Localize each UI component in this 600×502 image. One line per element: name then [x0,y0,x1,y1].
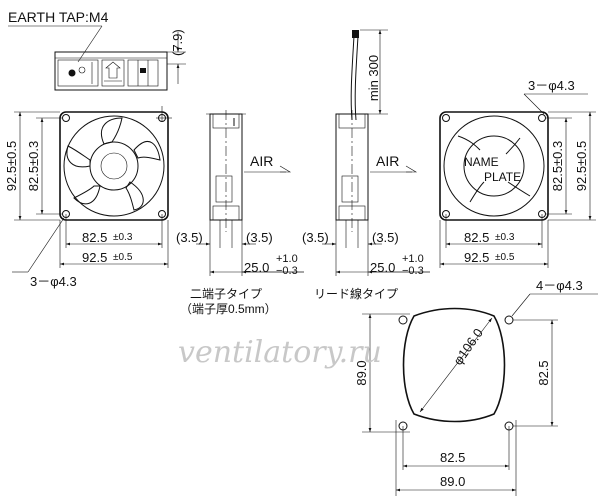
strut [457,135,481,151]
dim-right-v-inner: 82.5±0.3 [550,141,565,192]
terminal-1 [101,59,125,87]
fan-front-hub-center [100,152,128,180]
air-label-1: AIR [250,153,273,169]
panel-h-outer: 89.0 [440,474,465,489]
mount-hole-icon [62,114,70,122]
mount-hole-icon [442,114,450,122]
hole-note-tr: 3－φ4.3 [528,78,575,93]
earth-screw-icon [68,69,76,77]
dim-left-h-inner: 82.5 [82,230,107,245]
fan-front-blades [66,117,161,211]
side-b-right-dim: (3.5) [372,230,399,245]
dim-left-v-outer: 92.5±0.5 [4,141,19,192]
terminal-detail: EARTH TAP:M4 (7.9) [8,9,186,91]
side-a-left-dim: (3.5) [176,230,203,245]
fan-front-frame [59,111,169,221]
earth-tap-block [57,59,99,87]
panel-v-outer: 89.0 [354,360,369,385]
fan-front-venturi [63,115,165,217]
panel-diameter: φ106.0 [450,326,486,368]
strut [507,181,531,197]
hole-leader [27,217,65,273]
dim-right-h-outer-tol: ±0.5 [495,252,515,263]
strut [505,137,521,155]
dim-right-h-inner-tol: ±0.3 [495,232,515,243]
panel-h-inner: 82.5 [440,450,465,465]
side-a-thickness: 25.0 [244,260,269,275]
panel-cutout: φ106.0 4－φ4.3 82.5 89.0 89.0 82.5 [354,278,598,496]
dim-left-h-outer-tol: ±0.5 [113,252,133,263]
side-b-thickness: 25.0 [370,260,395,275]
side-a-right-dim: (3.5) [246,230,273,245]
side-b-left-dim: (3.5) [302,230,329,245]
mount-hole-icon [538,114,546,122]
screw-ring-icon [78,66,86,74]
cutout-outline [402,307,506,423]
caption-lead-type: リード線タイプ [314,286,398,301]
side-b-tol-up: +1.0 [402,253,424,265]
strut [469,181,485,203]
air-arrow-head-1 [279,165,292,173]
earth-tap-leader [77,25,103,63]
terminal-2-tab [140,68,146,73]
panel-hole-icon [504,315,514,325]
side-view-terminal: AIR (3.5) (3.5) 25.0 +1.0 −0.3 二端子タイプ （端… [176,110,304,316]
fan-back-frame [439,111,549,221]
dim-right-v-outer: 92.5±0.5 [574,141,589,192]
side-b-window [341,175,359,203]
side-b-tol-dn: −0.3 [402,265,424,277]
side-a-window [215,175,233,203]
blade [125,181,144,211]
blade [133,141,161,161]
hole-note-mount: 4－φ4.3 [536,278,583,293]
fan-back-struts [457,135,531,203]
name-plate-line2: PLATE [484,170,521,184]
dim-left-h-inner-tol: ±0.3 [113,232,133,243]
panel-v-inner: 82.5 [536,360,551,385]
terminal-2 [127,59,159,87]
fan-back-view: NAME PLATE 3－φ4.3 92.5±0.5 82.5±0.3 82.5… [439,78,596,268]
terminal-arrow-icon [105,61,121,79]
terminal-housing [54,51,168,91]
dim-right-h-inner: 82.5 [464,230,489,245]
watermark-text: ventilatory.ru [178,335,382,370]
earth-tap-label: EARTH TAP:M4 [8,9,109,25]
caption-terminal-thickness: （端子厚0.5mm） [180,302,277,316]
lead-wire-1 [350,35,355,121]
diameter-line [419,317,493,413]
fan-back-hub [463,135,525,197]
air-arrow-head-2 [405,165,418,173]
air-label-2: AIR [376,153,399,169]
hole-note-bl: 3－φ4.3 [30,274,77,289]
name-plate-line1: NAME [464,155,499,169]
blade [100,117,123,145]
dim-left-v-inner: 82.5±0.3 [26,141,41,192]
dim-7-9-label: (7.9) [170,29,185,56]
fan-back-venturi [443,115,545,217]
dim-right-h-outer: 92.5 [464,250,489,265]
dim-left-h-outer: 92.5 [82,250,107,265]
blade [73,185,101,205]
hole-note-leader [523,93,545,115]
side-a-tol-dn: −0.3 [276,265,298,277]
blade [66,145,91,168]
side-a-tol-up: +1.0 [276,253,298,265]
lead-wire-end [352,30,359,38]
side-view-lead: min 300 AIR (3.5) (3.5) 25.0 +1.0 −0.3 リ… [302,29,430,301]
lead-min-label: min 300 [366,55,381,101]
caption-terminal-type: 二端子タイプ [190,287,262,301]
mount-note-leader [511,293,531,317]
fan-front-view: 92.5±0.5 82.5±0.3 82.5 ±0.3 92.5 ±0.5 3－… [4,106,172,289]
lead-wire-2 [354,35,359,121]
panel-hole-icon [398,315,408,325]
